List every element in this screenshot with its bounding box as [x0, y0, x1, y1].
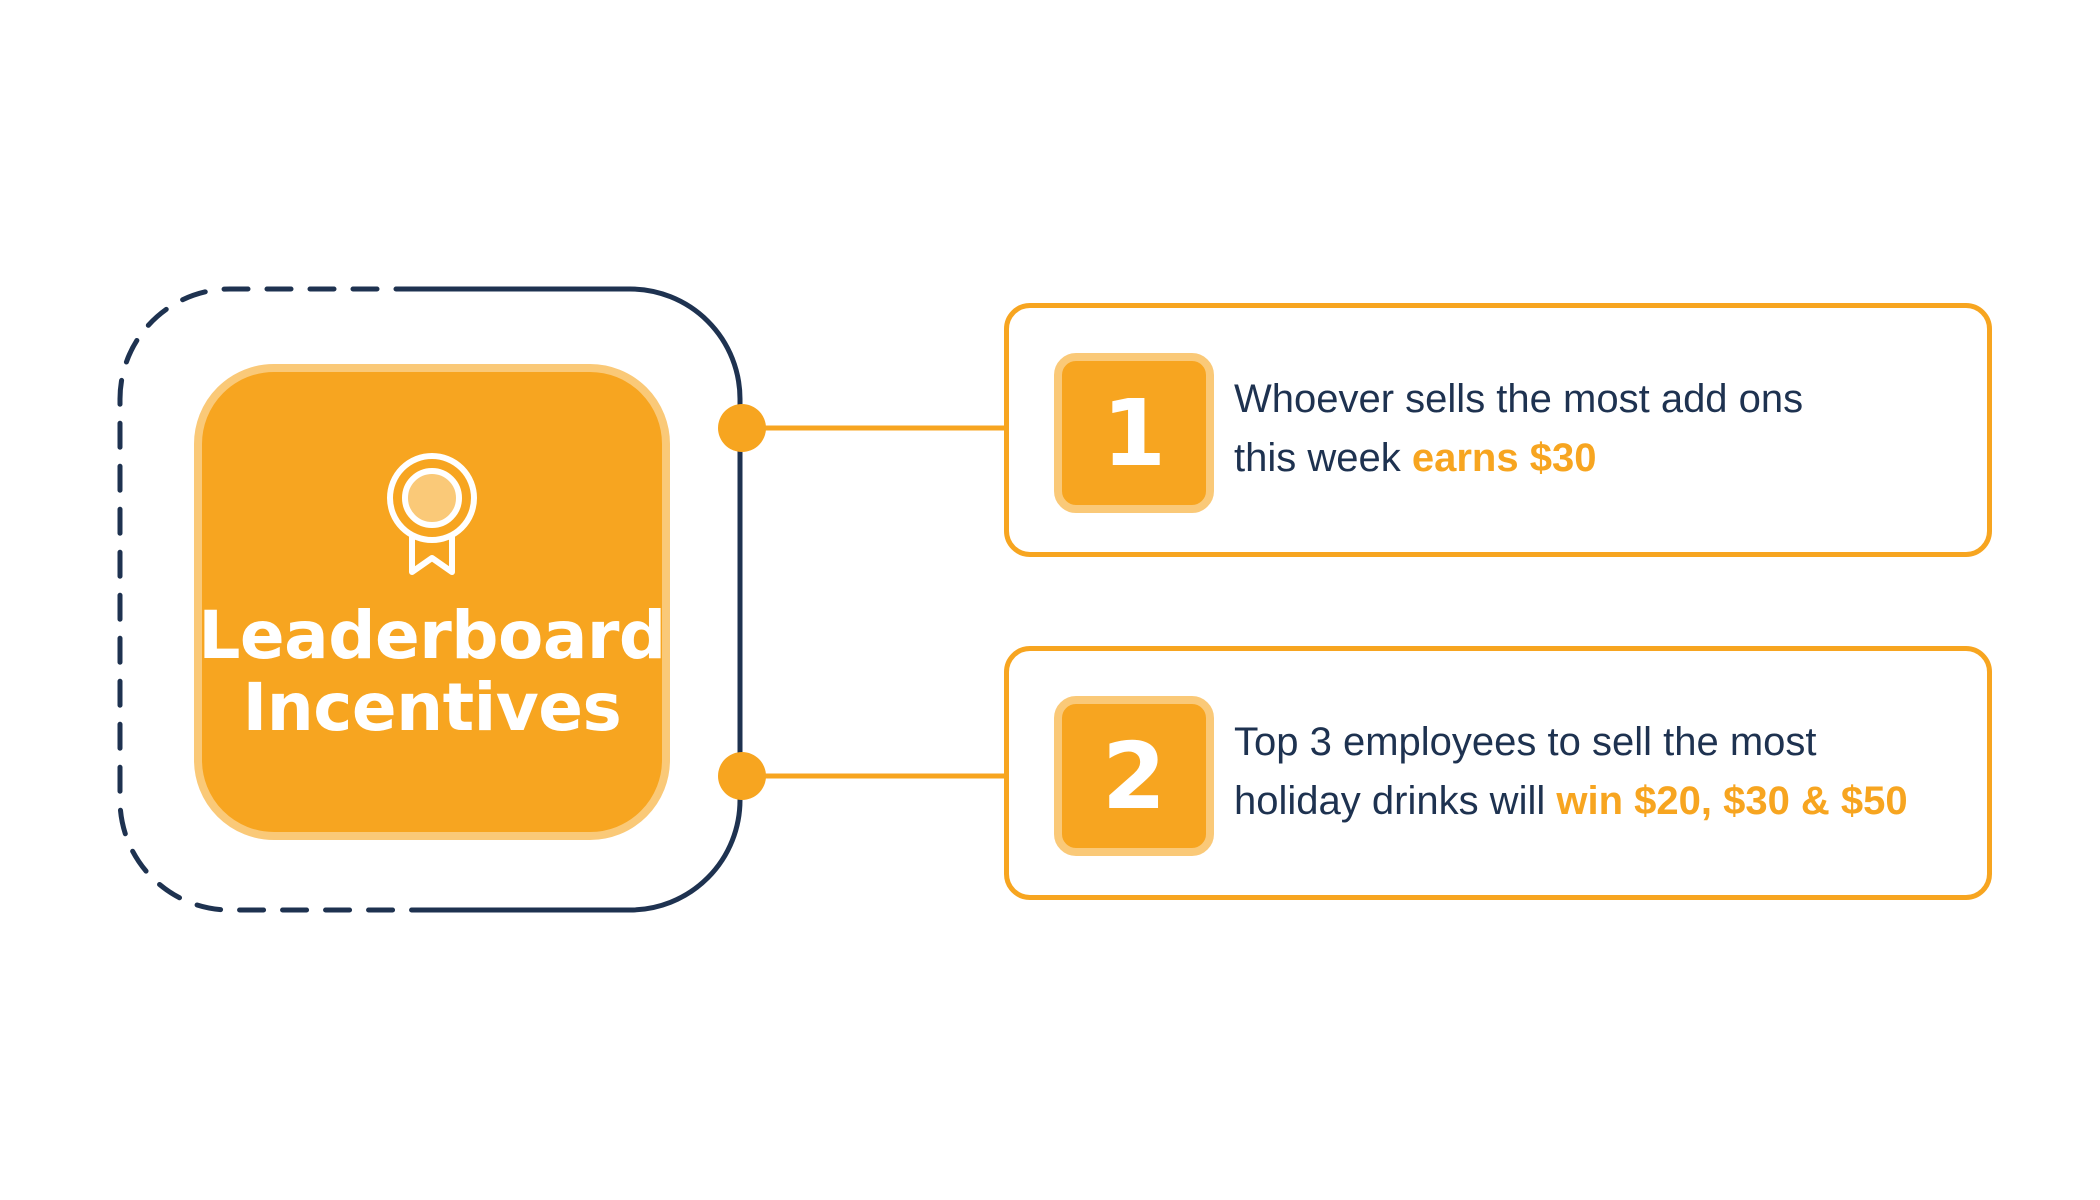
incentive-text-2-plain: holiday drinks will — [1234, 779, 1557, 823]
incentive-text-2-line-2: holiday drinks will win $20, $30 & $50 — [1234, 772, 1994, 831]
incentive-text-1-line-1: Whoever sells the most add ons — [1234, 377, 1804, 421]
incentive-text-1-line-2: this week earns $30 — [1234, 429, 1994, 488]
award-ribbon-icon — [387, 453, 477, 575]
outer-frame-solid — [420, 286, 743, 913]
number-badge-1: 1 — [1054, 353, 1214, 513]
incentive-card-2: 2 Top 3 employees to sell the most holid… — [1004, 646, 1992, 900]
main-title-line-1: Leaderboard — [198, 597, 666, 674]
incentive-text-1: Whoever sells the most add ons this week… — [1234, 370, 1994, 488]
incentive-text-2: Top 3 employees to sell the most holiday… — [1234, 713, 1994, 831]
incentive-text-2-line-1: Top 3 employees to sell the most — [1234, 720, 1817, 764]
incentive-card-1: 1 Whoever sells the most add ons this we… — [1004, 303, 1992, 557]
main-title-line-2: Incentives — [242, 669, 622, 746]
incentive-reward-2: win $20, $30 & $50 — [1556, 779, 1908, 823]
connector-dot-1 — [718, 404, 766, 452]
incentive-reward-1: earns $30 — [1411, 436, 1597, 480]
connector-dot-2 — [718, 752, 766, 800]
incentive-text-1-plain: this week — [1234, 436, 1412, 480]
outer-frame-dashed — [117, 286, 423, 913]
leaderboard-box: Leaderboard Incentives — [194, 364, 670, 840]
number-badge-2: 2 — [1054, 696, 1214, 856]
main-title: Leaderboard Incentives — [198, 597, 666, 746]
